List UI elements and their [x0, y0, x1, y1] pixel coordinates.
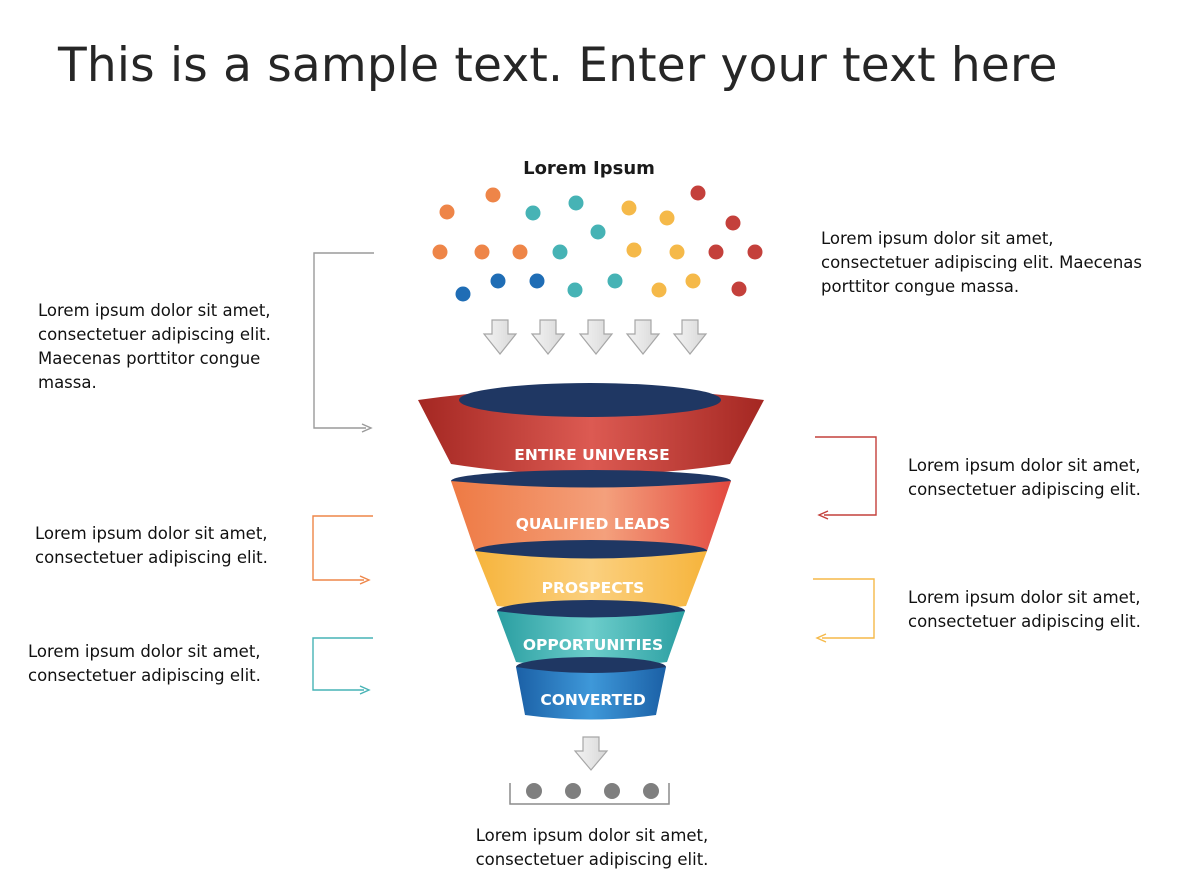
input-dot — [455, 286, 471, 302]
input-dot — [552, 244, 568, 260]
input-dot — [439, 204, 455, 220]
output-dot — [565, 783, 581, 799]
output-tray — [509, 783, 670, 805]
connector-left-top — [313, 252, 374, 433]
note-left-middle: Lorem ipsum dolor sit amet, consectetuer… — [35, 524, 268, 567]
down-arrow-icon — [625, 319, 661, 355]
down-arrow-icon — [482, 319, 518, 355]
funnel-stage-entire-universe: ENTIRE UNIVERSE — [418, 383, 764, 475]
input-dot — [659, 210, 675, 226]
output-dot — [643, 783, 659, 799]
input-dot — [690, 185, 706, 201]
input-dot — [685, 273, 701, 289]
input-dot — [747, 244, 763, 260]
down-arrow-icon — [578, 319, 614, 355]
note-bottom: Lorem ipsum dolor sit amet, consectetuer… — [475, 826, 709, 869]
down-arrow-icon — [672, 319, 708, 355]
input-dot — [669, 244, 685, 260]
stage-label: QUALIFIED LEADS — [516, 515, 671, 533]
stage-label: PROSPECTS — [542, 579, 645, 597]
input-dot — [567, 282, 583, 298]
funnel-top-label: Lorem Ipsum — [523, 158, 655, 179]
output-dot — [526, 783, 542, 799]
funnel-stage-qualified-leads: QUALIFIED LEADS — [451, 470, 731, 559]
slide-title: This is a sample text. Enter your text h… — [58, 38, 1058, 93]
funnel-stage-converted: CONVERTED — [516, 657, 666, 720]
input-dot — [568, 195, 584, 211]
output-arrow-icon — [573, 736, 609, 771]
input-dot — [621, 200, 637, 216]
input-dot — [590, 224, 606, 240]
connector-right-middle — [815, 436, 877, 520]
note-left-bottom: Lorem ipsum dolor sit amet, consectetuer… — [28, 642, 261, 685]
input-dot — [474, 244, 490, 260]
input-dot — [512, 244, 528, 260]
input-dot — [651, 282, 667, 298]
input-dot — [525, 205, 541, 221]
funnel-stage-prospects: PROSPECTS — [475, 540, 707, 612]
stage-label: OPPORTUNITIES — [523, 636, 663, 654]
down-arrows — [482, 319, 708, 355]
input-dot — [490, 273, 506, 289]
connector-left-middle — [312, 515, 373, 585]
note-right-lower: Lorem ipsum dolor sit amet, consectetuer… — [908, 588, 1141, 631]
note-right-middle: Lorem ipsum dolor sit amet, consectetuer… — [908, 456, 1141, 499]
input-dots — [432, 185, 763, 302]
down-arrow-icon — [530, 319, 566, 355]
input-dot — [725, 215, 741, 231]
input-dot — [626, 242, 642, 258]
connector-left-bottom — [312, 637, 373, 695]
input-dot — [529, 273, 545, 289]
output-dot — [604, 783, 620, 799]
input-dot — [731, 281, 747, 297]
connector-right-lower — [813, 578, 875, 643]
input-dot — [432, 244, 448, 260]
funnel-stage-opportunities: OPPORTUNITIES — [497, 600, 685, 667]
input-dot — [607, 273, 623, 289]
input-dot — [485, 187, 501, 203]
stage-label: ENTIRE UNIVERSE — [514, 446, 669, 464]
input-dot — [708, 244, 724, 260]
stage-label: CONVERTED — [540, 691, 646, 709]
note-left-top: Lorem ipsum dolor sit amet, consectetuer… — [38, 301, 271, 392]
note-top-right: Lorem ipsum dolor sit amet, consectetuer… — [821, 229, 1142, 296]
